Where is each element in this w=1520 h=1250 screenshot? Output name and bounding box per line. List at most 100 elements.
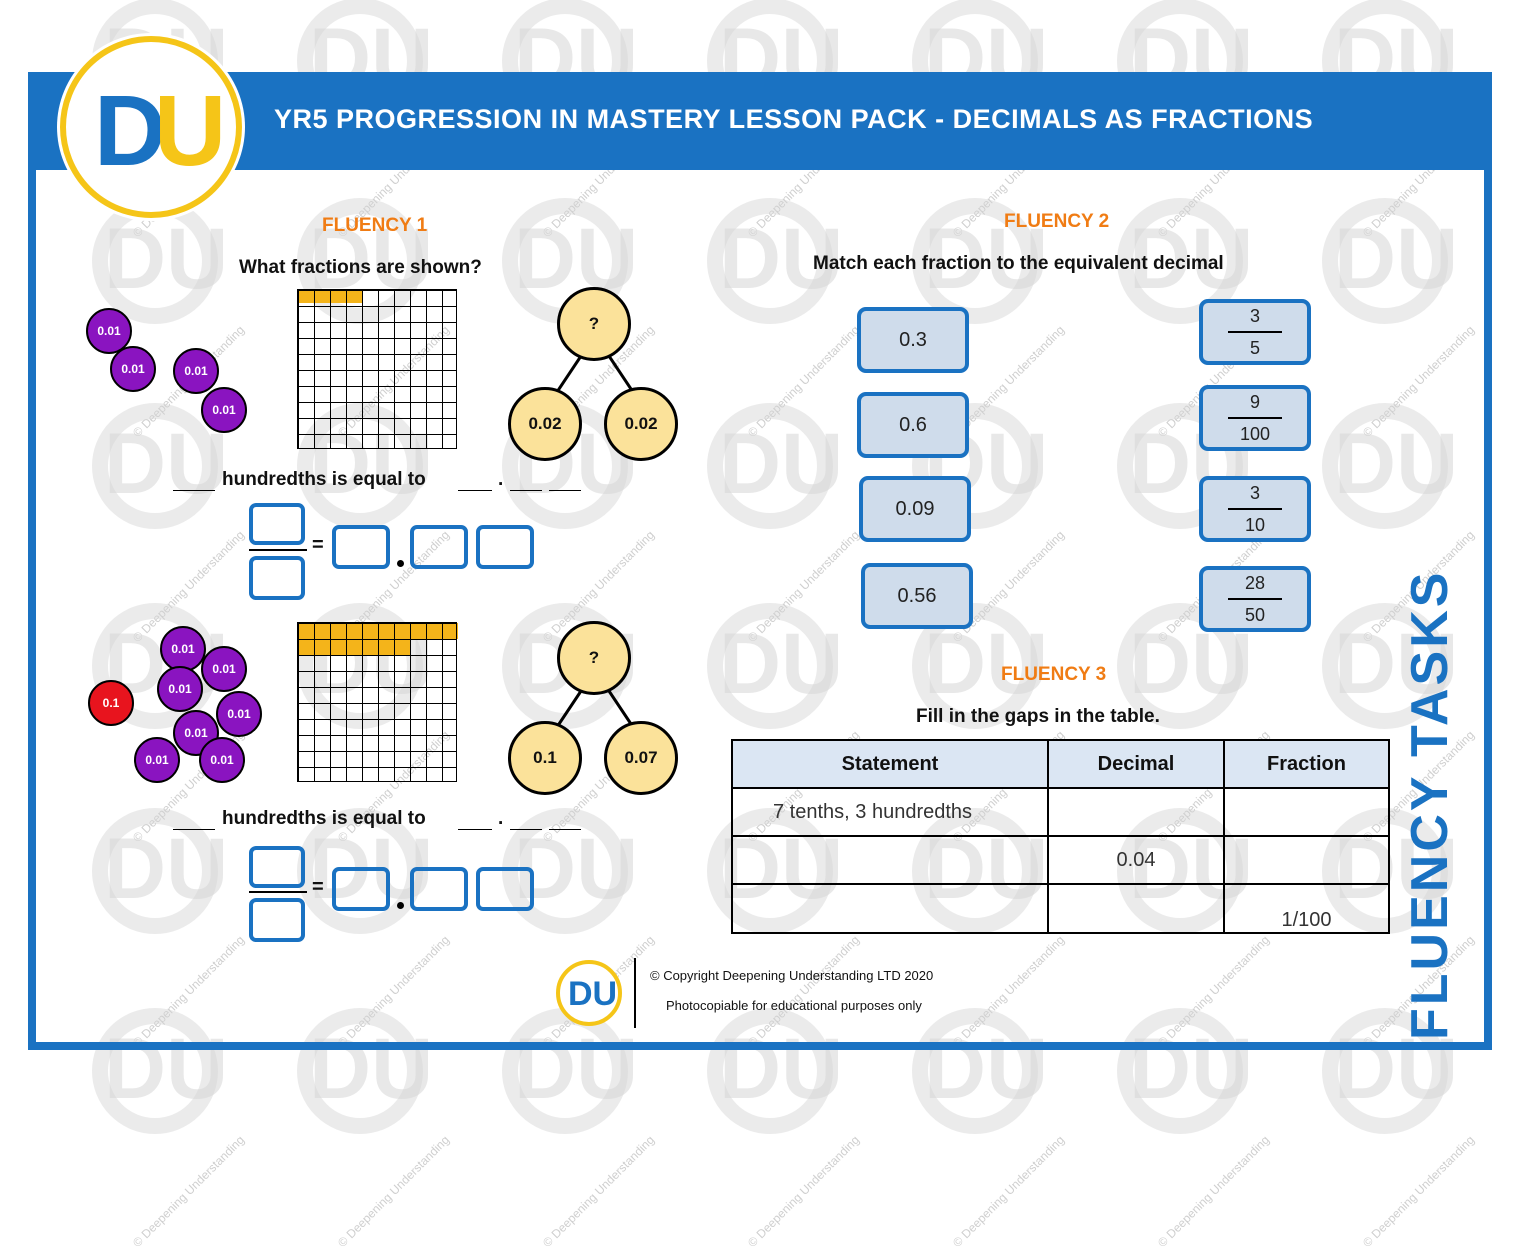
fraction-card[interactable]: 28 50 — [1199, 566, 1311, 632]
copyright-text: © Copyright Deepening Understanding LTD … — [650, 968, 934, 983]
decimal-card[interactable]: 0.3 — [857, 307, 969, 373]
fraction-line — [249, 891, 307, 893]
part-circle: 0.02 — [604, 387, 678, 461]
table-cell[interactable]: 0.04 — [1047, 835, 1225, 885]
hundredths-box[interactable] — [476, 525, 534, 569]
tenths-box[interactable] — [410, 867, 468, 911]
table-cell[interactable] — [731, 883, 1049, 934]
counter-hundredth: 0.01 — [201, 646, 247, 692]
counter-hundredth: 0.01 — [199, 737, 245, 783]
part-circle: 0.02 — [508, 387, 582, 461]
watermark-logo: DU — [1334, 616, 1459, 712]
fraction-card[interactable]: 3 5 — [1199, 299, 1311, 365]
answer-blank[interactable] — [510, 829, 542, 830]
column-header-statement: Statement — [731, 739, 1049, 789]
table-cell[interactable] — [1047, 787, 1225, 837]
answer-blank[interactable] — [549, 490, 581, 491]
watermark-text: © Deepening Understanding — [540, 1132, 658, 1250]
side-label: FLUENCY TASKS — [1401, 569, 1459, 1040]
hundred-square — [297, 622, 457, 782]
denominator-box[interactable] — [249, 898, 305, 942]
decimal-point — [397, 902, 404, 909]
watermark-text: © Deepening Understanding — [950, 1132, 1068, 1250]
answer-blank[interactable] — [173, 490, 215, 491]
column-header-decimal: Decimal — [1047, 739, 1225, 789]
fraction-line — [249, 549, 307, 551]
table-cell[interactable] — [1223, 787, 1390, 837]
fraction-denominator: 10 — [1244, 515, 1266, 535]
watermark-logo: DU — [1129, 616, 1254, 712]
equals-sign: = — [312, 876, 324, 898]
fill-gaps-table: Statement Decimal Fraction 7 tenths, 3 h… — [731, 739, 1390, 934]
counter-hundredth: 0.01 — [86, 308, 132, 354]
fraction-denominator: 50 — [1244, 605, 1266, 625]
watermark-logo: DU — [924, 616, 1049, 712]
fluency2-heading: FLUENCY 2 — [1004, 211, 1110, 232]
watermark-text: © Deepening Understanding — [745, 1132, 863, 1250]
decimal-card[interactable]: 0.6 — [857, 392, 969, 458]
watermark-text: © Deepening Understanding — [1155, 1132, 1273, 1250]
decimal-card[interactable]: 0.09 — [859, 476, 971, 542]
table-cell[interactable] — [1047, 883, 1225, 934]
fraction-bar — [1228, 417, 1282, 419]
hundredths-box[interactable] — [476, 867, 534, 911]
watermark-logo: DU — [1334, 211, 1459, 307]
fluency1-heading: FLUENCY 1 — [322, 215, 428, 236]
table-cell[interactable] — [1223, 835, 1390, 885]
answer-blank[interactable] — [173, 829, 215, 830]
fraction-card[interactable]: 3 10 — [1199, 476, 1311, 542]
table-cell[interactable]: 7 tenths, 3 hundredths — [731, 787, 1049, 837]
whole-circle: ? — [557, 621, 631, 695]
answer-blank[interactable] — [458, 829, 492, 830]
sentence-text: hundredths is equal to — [222, 469, 426, 490]
fluency2-question: Match each fraction to the equivalent de… — [813, 253, 1224, 274]
counter-tenth: 0.1 — [88, 680, 134, 726]
tenths-box[interactable] — [410, 525, 468, 569]
watermark-logo: DU — [719, 416, 844, 512]
denominator-box[interactable] — [249, 556, 305, 600]
table-cell[interactable] — [731, 835, 1049, 885]
watermark-logo: DU — [1129, 211, 1254, 307]
decimal-card[interactable]: 0.56 — [861, 563, 973, 629]
counter-hundredth: 0.01 — [157, 666, 203, 712]
fraction-card[interactable]: 9 100 — [1199, 385, 1311, 451]
watermark-logo: DU — [719, 211, 844, 307]
logo-letter-d: D — [94, 75, 167, 187]
fraction-bar — [1228, 598, 1282, 600]
fraction-numerator: 28 — [1244, 573, 1266, 593]
numerator-box[interactable] — [249, 503, 305, 545]
counter-hundredth: 0.01 — [160, 626, 206, 672]
header-banner — [28, 72, 1492, 170]
ones-box[interactable] — [332, 525, 390, 569]
answer-blank[interactable] — [510, 490, 542, 491]
whole-circle: ? — [557, 287, 631, 361]
fluency3-heading: FLUENCY 3 — [1001, 664, 1107, 685]
numerator-box[interactable] — [249, 846, 305, 888]
fraction-bar — [1228, 508, 1282, 510]
fraction-denominator: 100 — [1239, 424, 1271, 444]
footer-divider — [634, 958, 636, 1028]
table-row: 7 tenths, 3 hundredths — [731, 787, 1390, 837]
page-title: YR5 PROGRESSION IN MASTERY LESSON PACK -… — [274, 104, 1314, 134]
table-cell[interactable]: 1/100 — [1223, 883, 1390, 934]
answer-blank[interactable] — [458, 490, 492, 491]
fraction-numerator: 9 — [1249, 392, 1260, 412]
counter-hundredth: 0.01 — [201, 387, 247, 433]
du-logo: D U — [60, 36, 242, 218]
column-header-fraction: Fraction — [1223, 739, 1390, 789]
watermark-logo: DU — [719, 616, 844, 712]
ones-box[interactable] — [332, 867, 390, 911]
answer-blank[interactable] — [549, 829, 581, 830]
decimal-point — [397, 560, 404, 567]
footer-logo: DU — [556, 960, 622, 1026]
watermark-logo: DU — [514, 821, 639, 917]
watermark-text: © Deepening Understanding — [335, 1132, 453, 1250]
photocopiable-note: Photocopiable for educational purposes o… — [666, 998, 922, 1013]
hundred-square — [297, 289, 457, 449]
fluency3-question: Fill in the gaps in the table. — [916, 706, 1160, 727]
watermark-text: © Deepening Understanding — [130, 1132, 248, 1250]
part-circle: 0.07 — [604, 721, 678, 795]
sentence-text: hundredths is equal to — [222, 808, 426, 829]
watermark-text: © Deepening Understanding — [1360, 1132, 1478, 1250]
fraction-numerator: 3 — [1249, 306, 1260, 326]
